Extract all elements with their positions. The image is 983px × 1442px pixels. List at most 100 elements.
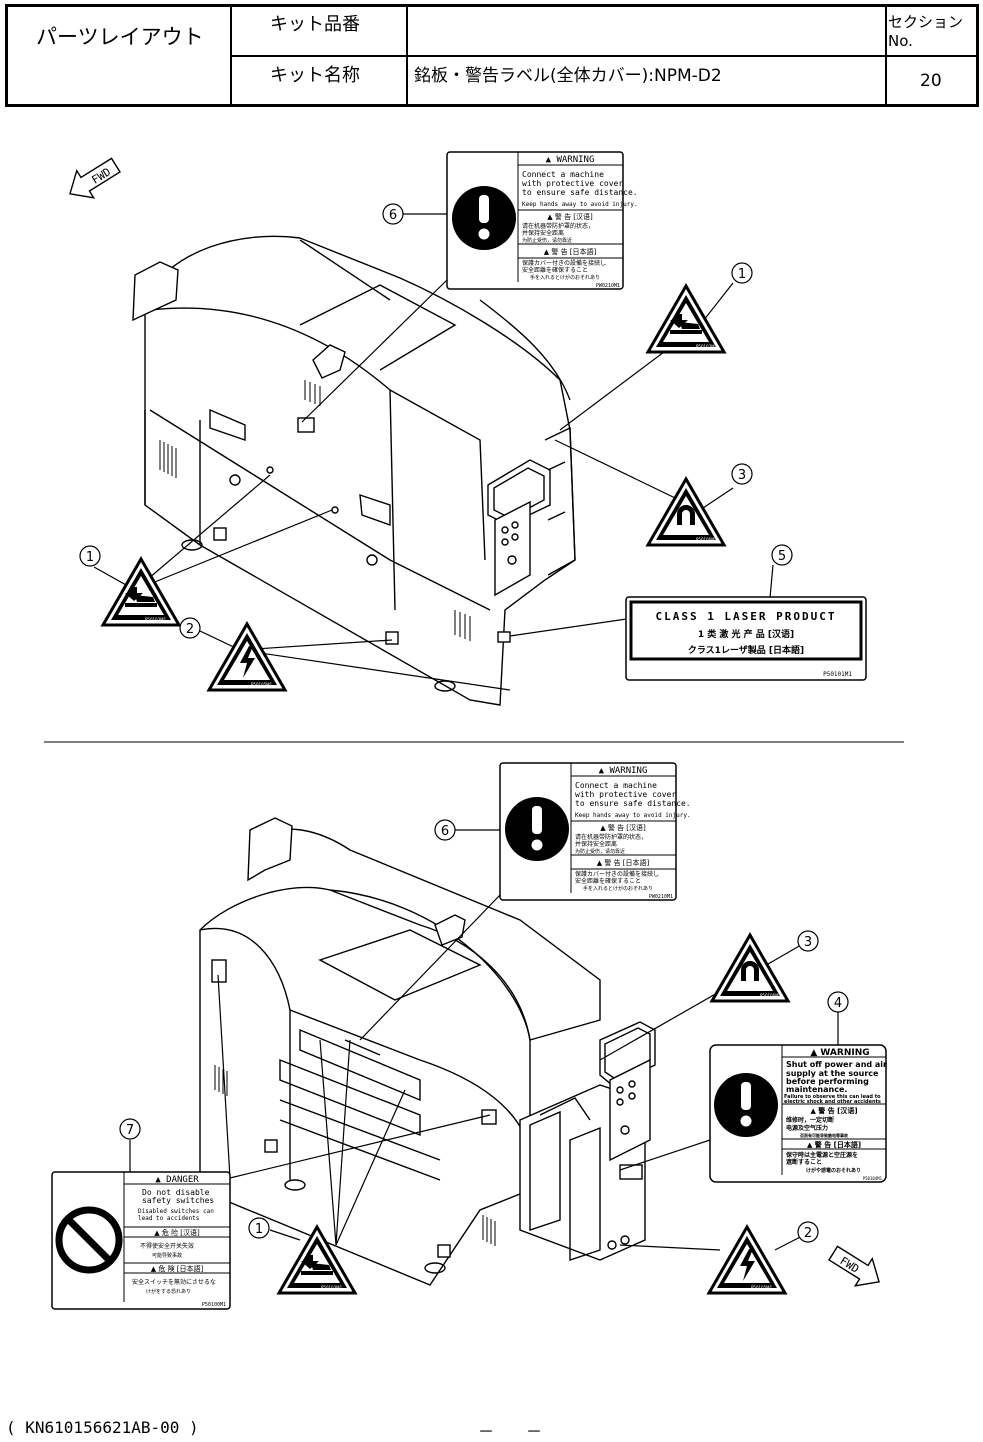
svg-text:▲ 危 険 [日本語]: ▲ 危 険 [日本語] (151, 1264, 204, 1273)
svg-text:否则有可能导致触电等事故: 否则有可能导致触电等事故 (799, 1132, 849, 1138)
svg-text:7: 7 (126, 1123, 134, 1138)
svg-text:安全距離を確保すること: 安全距離を確保すること (575, 877, 641, 885)
svg-text:P50106M1: P50106M1 (696, 537, 718, 542)
svg-text:▲ 警 告 [汉语]: ▲ 警 告 [汉语] (600, 823, 646, 832)
svg-text:并保持安全距离: 并保持安全距离 (522, 229, 564, 237)
svg-text:1 类 激 光 产 品 [汉语]: 1 类 激 光 产 品 [汉语] (698, 628, 794, 640)
svg-text:▲ WARNING: ▲ WARNING (599, 766, 648, 776)
kit-name-label: キット名称 (270, 65, 360, 86)
svg-text:手を入れるとけがのおそれあり: 手を入れるとけがのおそれあり (583, 885, 653, 892)
svg-text:3: 3 (738, 468, 746, 483)
svg-text:Do not disable: Do not disable (142, 1188, 210, 1197)
svg-text:supply at the source: supply at the source (786, 1069, 879, 1078)
callout-1-top-right: 1 (731, 262, 753, 284)
callout-4: 4 (827, 991, 849, 1013)
callout-5: 5 (771, 544, 793, 566)
svg-text:6: 6 (389, 208, 397, 223)
svg-text:安全スイッチを無効にさせるな: 安全スイッチを無効にさせるな (132, 1278, 216, 1286)
svg-text:to ensure safe distance.: to ensure safe distance. (575, 799, 691, 808)
callout-3-top: 3 (731, 463, 753, 485)
callout-7: 7 (119, 1118, 141, 1140)
svg-text:before performing: before performing (786, 1077, 869, 1086)
callout-3-bottom: 3 (797, 930, 819, 952)
svg-text:2: 2 (186, 622, 194, 637)
svg-text:with protective cover: with protective cover (575, 790, 676, 799)
kit-number-label: キット品番 (270, 14, 360, 35)
machine-bottom-view (199, 817, 656, 1286)
title-block: パーツレイアウト キット品番 セクションNo. キット名称 銘板・警告ラベル(全… (5, 4, 979, 107)
svg-text:2: 2 (804, 1226, 812, 1241)
danger-label-7: ▲ DANGER Do not disable safety switches … (51, 1171, 231, 1310)
callout-2-top: 2 (179, 617, 201, 639)
svg-text:electric shock and other accid: electric shock and other accidents (784, 1099, 881, 1105)
svg-text:▲ WARNING: ▲ WARNING (546, 155, 595, 165)
svg-text:P50105M1: P50105M1 (251, 682, 273, 687)
callout-1-bottom: 1 (248, 1217, 270, 1239)
callout-1-top-left: 1 (79, 545, 101, 567)
warning-label-4: ▲ WARNING Shut off power and air supply … (709, 1044, 887, 1183)
svg-text:クラス1レーザ製品 [日本語]: クラス1レーザ製品 [日本語] (688, 644, 804, 656)
svg-text:PW0210M1: PW0210M1 (596, 283, 620, 289)
svg-text:维修时，一定切断: 维修时，一定切断 (786, 1116, 834, 1124)
svg-text:请在机器带防护罩的状态，: 请在机器带防护罩的状态， (575, 833, 647, 841)
svg-text:maintenance.: maintenance. (786, 1085, 847, 1094)
svg-text:4: 4 (834, 996, 842, 1011)
svg-text:▲ 危 险 [汉语]: ▲ 危 险 [汉语] (154, 1228, 200, 1237)
svg-text:▲ 警 告 [汉语]: ▲ 警 告 [汉语] (547, 212, 593, 221)
svg-text:1: 1 (738, 267, 746, 282)
svg-text:lead to accidents: lead to accidents (138, 1215, 200, 1222)
section-number: 20 (920, 71, 942, 91)
svg-text:with protective cover: with protective cover (522, 179, 623, 188)
magnet-hazard-label-3-bottom: P50106M1 (710, 933, 790, 1003)
svg-text:P50101M1: P50101M1 (823, 671, 852, 678)
svg-text:▲ 警 告 [日本語]: ▲ 警 告 [日本語] (807, 1140, 861, 1149)
pinch-hazard-label-1-bottom: P50103M1 (277, 1225, 357, 1295)
laser-product-label-5: CLASS 1 LASER PRODUCT 1 类 激 光 产 品 [汉语] ク… (625, 596, 867, 681)
pinch-hazard-label-1-top-right: P50103M1 (646, 284, 726, 354)
warning-label-6-bottom: ▲ WARNING Connect a machine with protect… (499, 762, 691, 901)
section-label: セクションNo. (888, 13, 964, 50)
pinch-hazard-label-1-top-left: P50103M1 (101, 557, 181, 627)
svg-text:P50105M1: P50105M1 (751, 1285, 773, 1290)
svg-text:けがや感電のおそれあり: けがや感電のおそれあり (806, 1167, 861, 1174)
svg-text:手を入れるとけがのおそれあり: 手を入れるとけがのおそれあり (530, 274, 600, 281)
svg-text:保護カバー付きの設備を接続し: 保護カバー付きの設備を接続し (522, 259, 606, 267)
svg-text:▲ 警 告 [汉语]: ▲ 警 告 [汉语] (810, 1106, 857, 1115)
svg-text:Connect a machine: Connect a machine (575, 781, 657, 790)
callout-2-bottom: 2 (797, 1221, 819, 1243)
svg-text:▲ 警 告 [日本語]: ▲ 警 告 [日本語] (544, 247, 597, 256)
svg-text:PW0210M1: PW0210M1 (649, 894, 673, 900)
svg-text:▲ 警 告 [日本語]: ▲ 警 告 [日本語] (597, 858, 650, 867)
svg-text:为防止受伤，请勿靠近: 为防止受伤，请勿靠近 (575, 848, 625, 855)
svg-text:遮断すること: 遮断すること (786, 1158, 822, 1166)
fwd-arrow-icon: FWD (69, 157, 121, 199)
warning-label-6-top: ▲ WARNING Connect a machine with protect… (446, 151, 638, 290)
svg-text:1: 1 (86, 550, 94, 565)
svg-text:并保持安全距离: 并保持安全距离 (575, 840, 617, 848)
svg-text:不得使安全开关失效: 不得使安全开关失效 (140, 1242, 194, 1250)
kit-name-value: 銘板・警告ラベル(全体カバー):NPM-D2 (414, 66, 722, 86)
svg-text:电源及空气压力: 电源及空气压力 (786, 1124, 828, 1132)
callout-6-top: 6 (382, 203, 404, 225)
svg-text:安全距離を確保すること: 安全距離を確保すること (522, 266, 588, 274)
document-code: ( KN610156621AB-00 ) (6, 1418, 199, 1437)
svg-text:safety switches: safety switches (142, 1196, 214, 1205)
svg-text:P50100M1: P50100M1 (202, 1302, 226, 1308)
svg-text:Connect a machine: Connect a machine (522, 170, 604, 179)
svg-text:请在机器带防护罩的状态，: 请在机器带防护罩的状态， (522, 222, 594, 230)
svg-text:Keep hands away to avoid injur: Keep hands away to avoid injury. (522, 201, 638, 208)
svg-text:▲ WARNING: ▲ WARNING (810, 1048, 869, 1058)
magnet-hazard-label-3-top: P50106M1 (646, 477, 726, 547)
svg-text:Shut off power and air: Shut off power and air (786, 1060, 887, 1069)
svg-text:6: 6 (441, 824, 449, 839)
svg-text:P50106M1: P50106M1 (760, 993, 782, 998)
svg-text:5: 5 (778, 549, 786, 564)
svg-text:可能导致事故: 可能导致事故 (152, 1252, 182, 1259)
machine-top-view: FWD (69, 157, 576, 706)
svg-text:P50104M1: P50104M1 (863, 1176, 883, 1181)
page-number: － － (478, 1422, 543, 1441)
divider (230, 55, 976, 57)
svg-text:3: 3 (804, 935, 812, 950)
svg-text:保護カバー付きの設備を接続し: 保護カバー付きの設備を接続し (575, 870, 659, 878)
